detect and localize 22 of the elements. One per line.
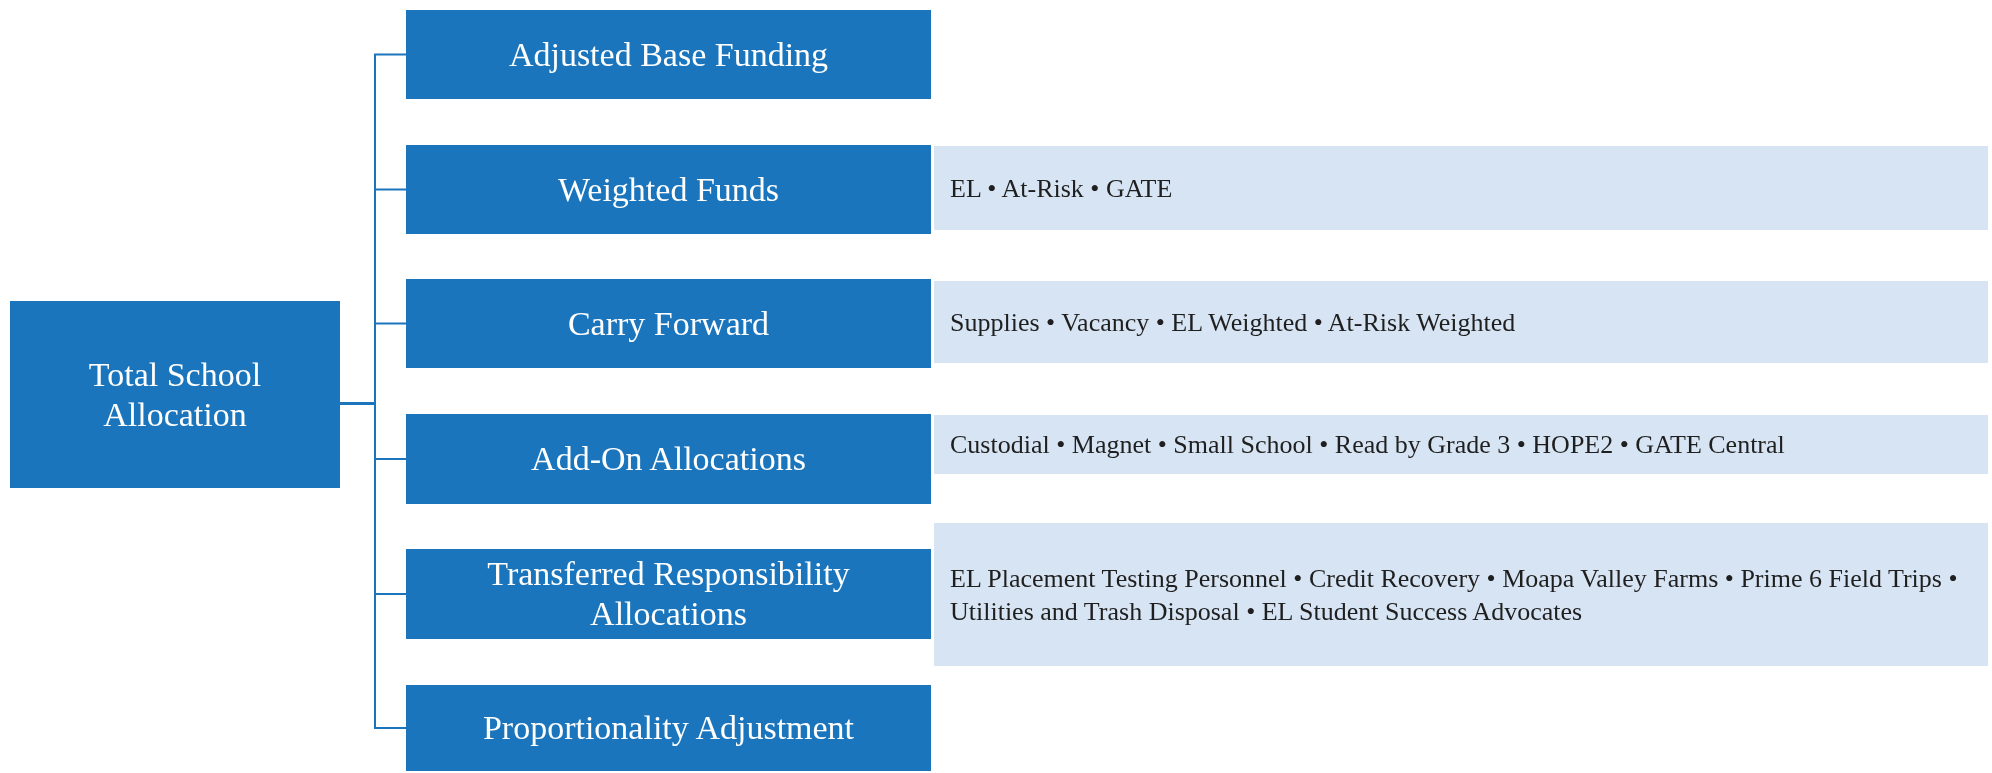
category-label: Total School Allocation [87, 354, 263, 435]
detail-box [934, 415, 1988, 474]
category-box [406, 10, 931, 99]
category-label: Add-On Allocations [531, 439, 806, 479]
category-box [406, 549, 931, 639]
category-box [406, 145, 931, 234]
detail-box [934, 146, 1988, 230]
category-label: Carry Forward [567, 303, 770, 344]
category-box [406, 279, 931, 368]
detail-box [934, 523, 1988, 666]
detail-text: EL Placement Testing Personnel • Credit Recovery • Moapa Valley Farms • Prime 6 Field Trips • Utilities and Trash Disposal • EL Student Success Advocates [950, 562, 1959, 628]
detail-text: Custodial • Magnet • Small School • Read by Grade 3 • HOPE2 • GATE Central [950, 429, 1786, 461]
category-box [406, 414, 931, 504]
category-box [10, 301, 340, 488]
category-label: Adjusted Base Funding [508, 34, 829, 75]
category-label: Proportionality Adjustment [482, 708, 855, 748]
category-box [406, 685, 931, 771]
category-label: Weighted Funds [557, 169, 780, 210]
detail-box [934, 281, 1988, 363]
detail-text: EL • At-Risk • GATE [950, 172, 1174, 205]
category-label: Transferred Responsibility Allocations [486, 554, 851, 634]
detail-text: Supplies • Vacancy • EL Weighted • At-Risk Weighted [950, 306, 1517, 339]
